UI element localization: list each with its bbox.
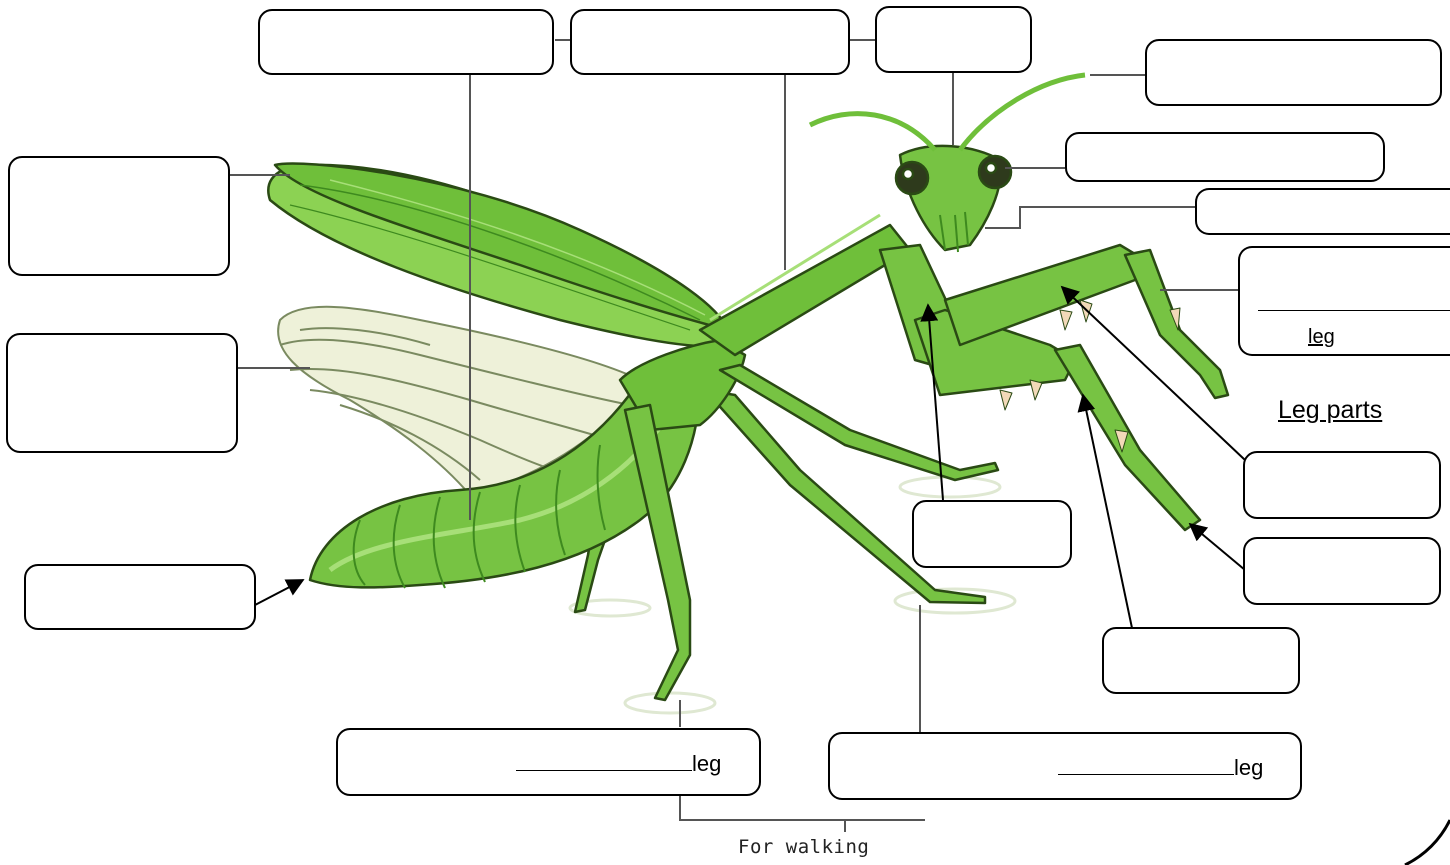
label-box-forewing[interactable] xyxy=(8,156,230,276)
label-box-antenna[interactable] xyxy=(1145,39,1442,106)
front-legs xyxy=(880,245,1228,530)
label-box-tail[interactable] xyxy=(24,564,256,630)
label-box-leg-part-3[interactable] xyxy=(1102,627,1300,694)
hind-leg-word: leg xyxy=(1234,755,1263,780)
label-box-head-top[interactable] xyxy=(875,6,1032,73)
label-box-mouth[interactable] xyxy=(1195,188,1450,235)
middle-leg-blank xyxy=(516,748,692,771)
hind-leg-blank xyxy=(1058,752,1234,775)
front-leg-blank-line xyxy=(1258,310,1450,311)
label-box-femur[interactable] xyxy=(912,500,1072,568)
decorative-arc xyxy=(1405,820,1450,865)
leg-parts-title: Leg parts xyxy=(1278,396,1382,425)
middle-leg-word: leg xyxy=(692,751,721,776)
label-box-leg-part-1[interactable] xyxy=(1243,451,1441,519)
label-box-thorax-top[interactable] xyxy=(570,9,850,75)
label-box-leg-part-2[interactable] xyxy=(1243,537,1441,605)
label-box-abdomen-top[interactable] xyxy=(258,9,554,75)
label-box-hindwing[interactable] xyxy=(6,333,238,453)
middle-leg-label: leg xyxy=(516,748,721,777)
label-box-middle-leg[interactable]: leg xyxy=(336,728,761,796)
hind-leg-label: leg xyxy=(1058,752,1263,781)
for-walking-caption: For walking xyxy=(738,836,869,858)
label-box-eye[interactable] xyxy=(1065,132,1385,182)
label-box-hind-leg[interactable]: leg xyxy=(828,732,1302,800)
front-leg-label: leg xyxy=(1308,326,1335,349)
head xyxy=(810,75,1085,252)
label-box-front-leg[interactable]: leg xyxy=(1238,246,1450,356)
